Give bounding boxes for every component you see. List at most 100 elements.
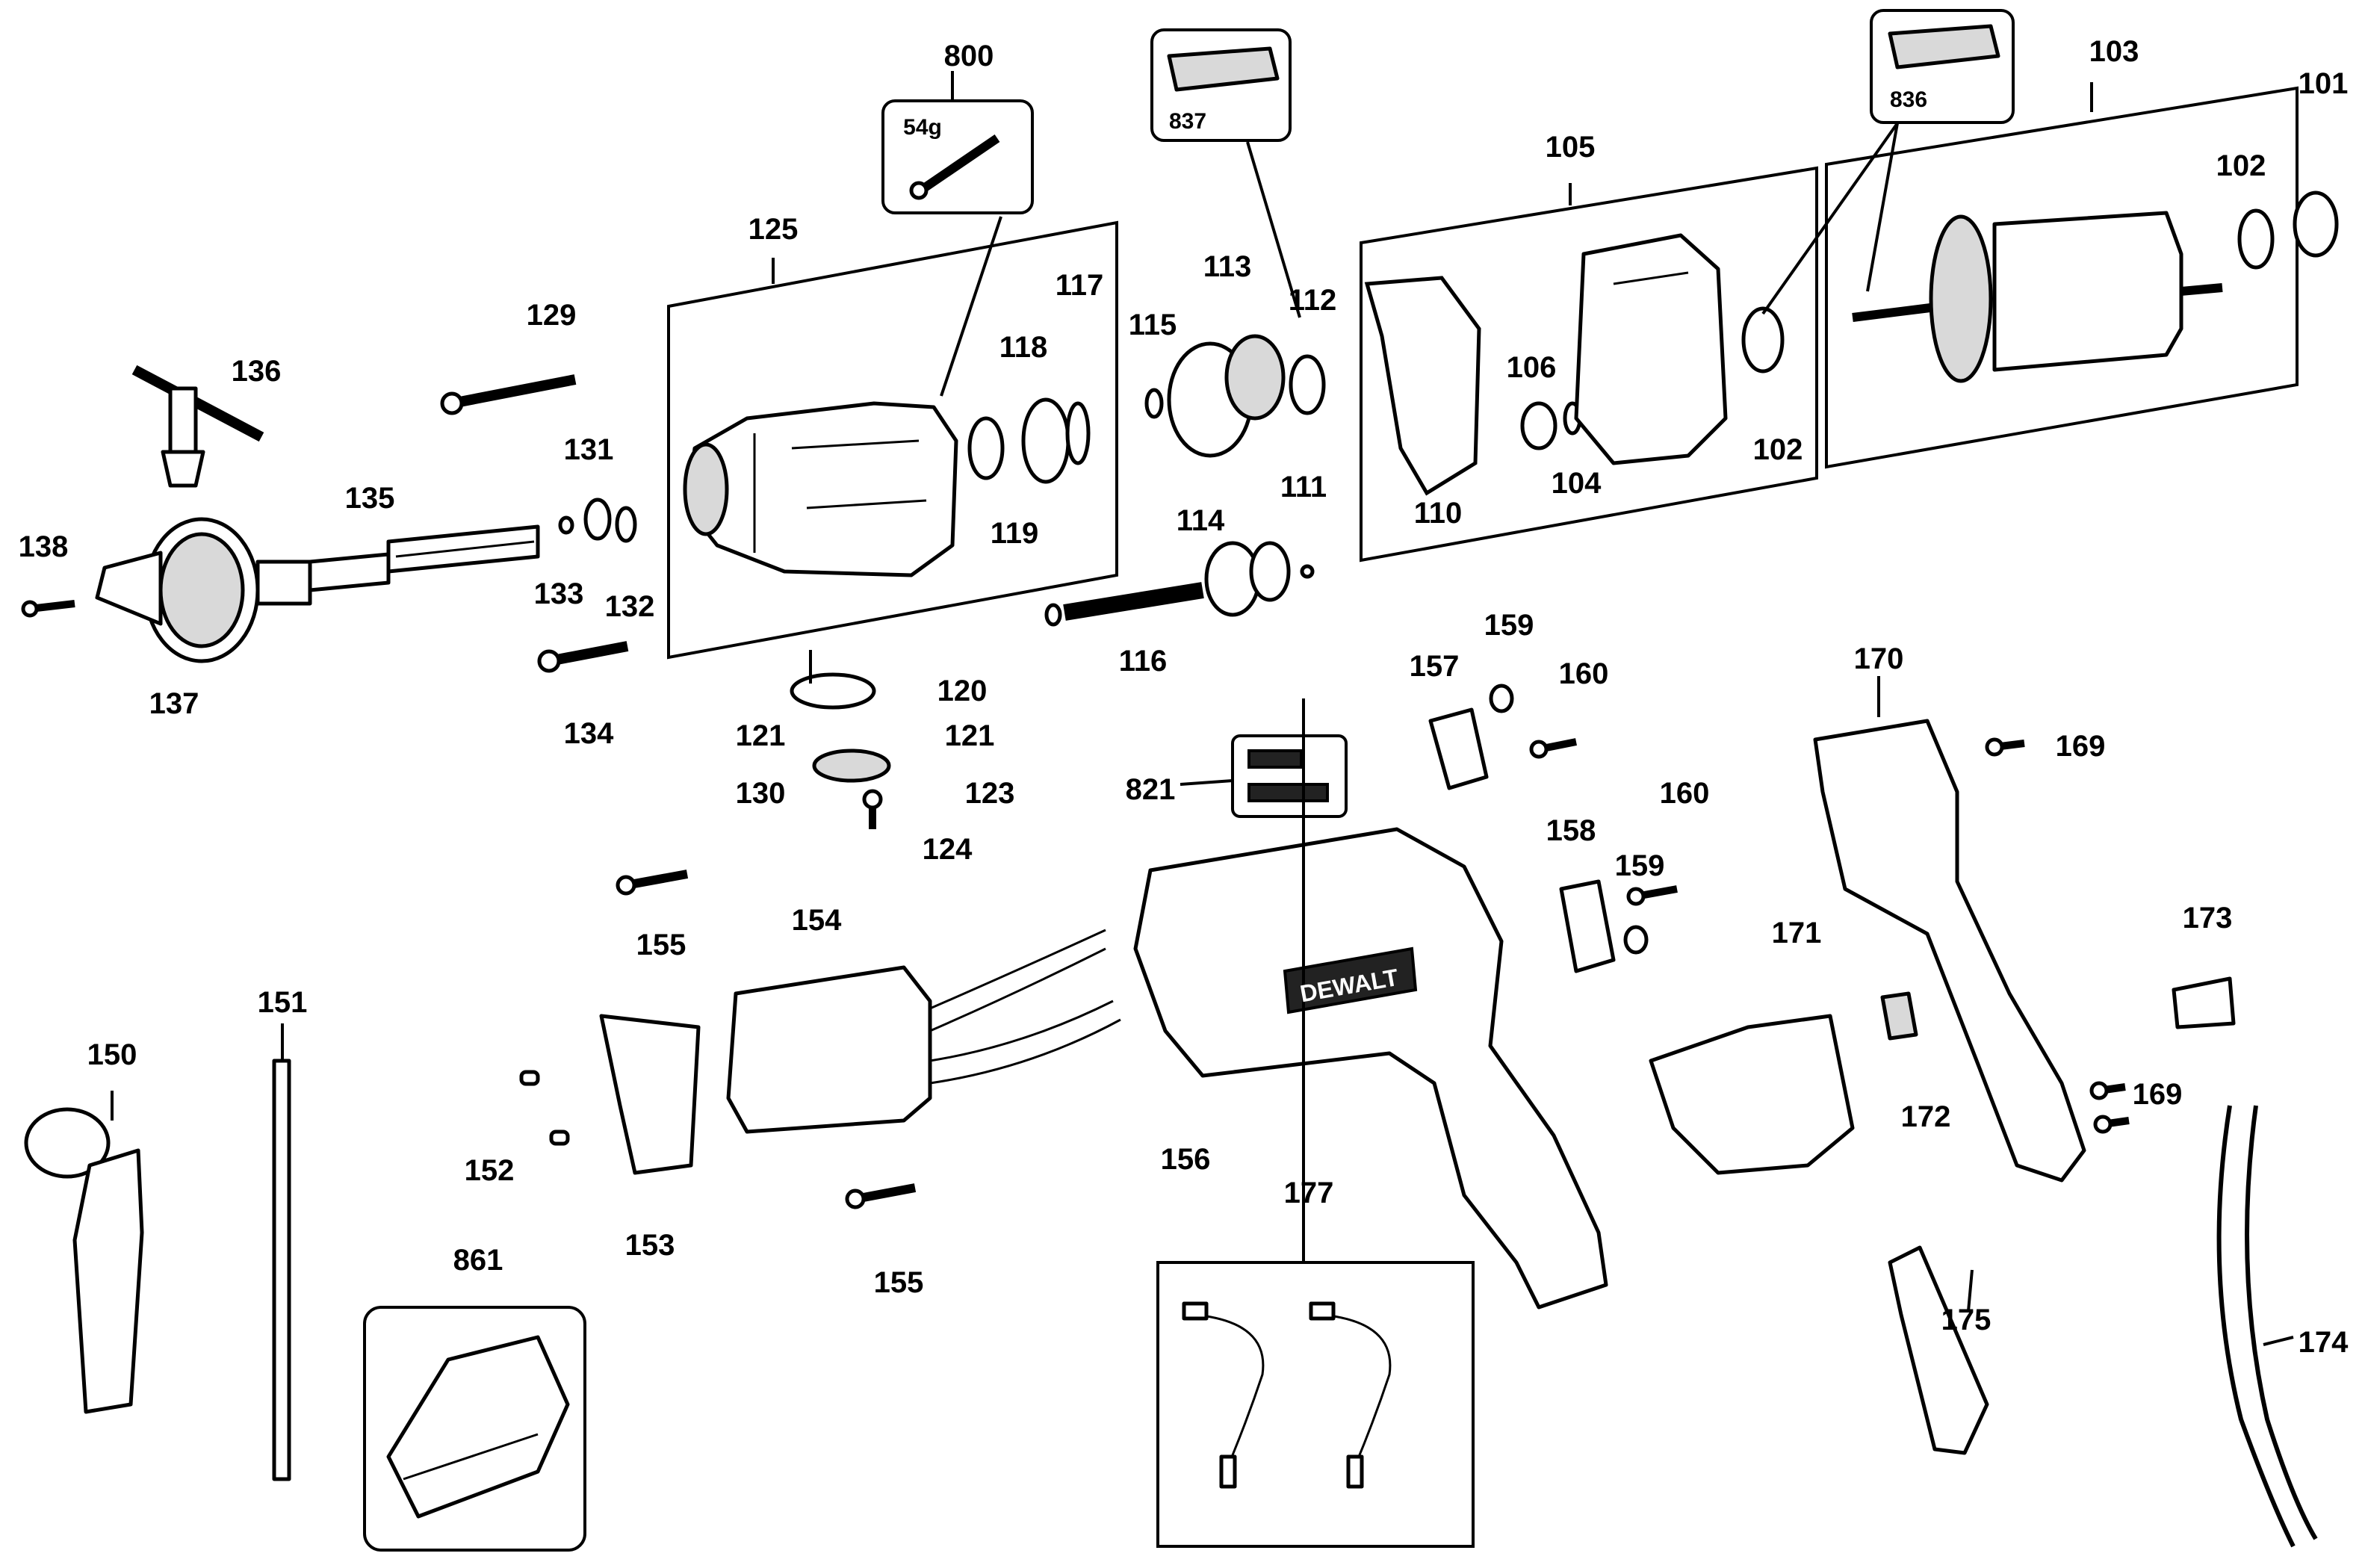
label-159-lower: 159 (1615, 849, 1665, 882)
baffle (1364, 276, 1481, 496)
label-123: 123 (965, 777, 1015, 810)
label-152: 152 (465, 1154, 515, 1187)
label-102-housing: 102 (1753, 433, 1803, 466)
label-114: 114 (1177, 504, 1225, 537)
label-157: 157 (1410, 650, 1460, 683)
screw-160-lower (1626, 885, 1678, 906)
label-101: 101 (2299, 67, 2349, 100)
label-153: 153 (625, 1229, 675, 1262)
field-bearing (1520, 401, 1557, 450)
field-coil (726, 929, 1121, 1134)
gear-case-frame-125 (667, 220, 1118, 660)
label-137: 137 (149, 687, 199, 720)
cord-protector (1888, 1245, 1989, 1455)
label-836: 836 (1890, 87, 1927, 112)
brush-holder-pins (519, 1070, 570, 1146)
gear-bearing (1289, 354, 1326, 415)
gear-case (683, 401, 958, 577)
label-116: 116 (1119, 645, 1168, 678)
label-171: 171 (1772, 917, 1822, 949)
power-cord (2216, 1105, 2318, 1548)
label-124: 124 (923, 833, 973, 866)
label-103: 103 (2089, 35, 2139, 68)
label-170: 170 (1854, 642, 1904, 675)
label-158: 158 (1546, 814, 1596, 847)
housing-screw (440, 374, 577, 415)
carbon-brush-left (1182, 1301, 1265, 1489)
label-150: 150 (87, 1038, 137, 1071)
label-110: 110 (1414, 497, 1463, 530)
keyed-chuck (95, 517, 312, 663)
trigger-switch (1649, 1014, 1855, 1175)
leader-lines (111, 71, 2294, 1346)
label-121-right: 121 (945, 719, 995, 752)
label-104: 104 (1552, 467, 1602, 500)
gear-washer (1144, 388, 1164, 419)
housing-screw-lower (537, 641, 629, 673)
label-138: 138 (19, 530, 69, 563)
label-169-top: 169 (2056, 730, 2106, 763)
label-132: 132 (605, 590, 655, 623)
label-120: 120 (937, 675, 988, 707)
armature-end-bearing (2293, 190, 2339, 258)
intermediate-shaft (1063, 541, 1291, 621)
motor-housing (1133, 827, 1608, 1310)
label-134: 134 (564, 717, 614, 750)
screw-169-top (1985, 737, 2025, 757)
label-113: 113 (1203, 250, 1252, 283)
armature (1852, 211, 2223, 383)
label-121-left: 121 (736, 719, 786, 752)
label-129: 129 (527, 299, 577, 332)
label-115: 115 (1129, 309, 1177, 341)
switch-module-lower (1559, 879, 1616, 973)
holder-screw-bottom (845, 1183, 917, 1209)
label-125: 125 (748, 213, 799, 246)
shift-knob (812, 749, 891, 783)
label-154: 154 (792, 904, 842, 937)
screw-160-upper (1529, 738, 1577, 759)
label-155-bottom: 155 (874, 1266, 924, 1299)
handle-cover (1813, 719, 2086, 1183)
label-weight-tag: 54g (903, 115, 942, 140)
spindle (308, 524, 540, 592)
bearing-housing (1574, 233, 1728, 465)
label-800: 800 (944, 40, 994, 72)
label-160-upper: 160 (1559, 657, 1609, 690)
label-131: 131 (564, 433, 614, 466)
screw-169-bottom (2089, 1081, 2130, 1134)
chuck-screw (21, 600, 75, 618)
switch-pad (1880, 991, 1918, 1041)
part-labels: 800 54g 837 836 103 101 102 105 102 106 … (19, 35, 2349, 1359)
label-117: 117 (1056, 269, 1104, 302)
label-135: 135 (345, 482, 395, 515)
housing-bearing (1741, 306, 1785, 374)
label-173: 173 (2183, 902, 2233, 935)
label-175: 175 (1941, 1304, 1992, 1336)
brush-holder (599, 1014, 701, 1175)
gear-case-bearings (967, 397, 1091, 484)
label-169-bottom: 169 (2133, 1078, 2183, 1111)
label-136: 136 (232, 355, 282, 388)
label-861: 861 (453, 1244, 503, 1277)
label-151: 151 (258, 986, 308, 1019)
label-172: 172 (1901, 1100, 1951, 1133)
kit-836-icon (1888, 24, 2000, 69)
label-156: 156 (1161, 1143, 1211, 1176)
label-105: 105 (1546, 131, 1596, 164)
carrying-case (386, 1335, 570, 1519)
label-106: 106 (1507, 351, 1557, 384)
kit-837-icon (1167, 46, 1280, 92)
armature-bearing (2237, 208, 2275, 270)
side-handle (24, 1107, 144, 1414)
chuck-key (131, 365, 264, 488)
spring (1489, 684, 1514, 713)
brush-kit-frame-177 (1156, 1261, 1475, 1548)
label-119: 119 (991, 517, 1039, 550)
carbon-brush-right (1309, 1301, 1392, 1489)
holder-screw-top (616, 870, 689, 896)
label-118: 118 (999, 331, 1048, 364)
label-837: 837 (1169, 109, 1206, 134)
grease-tube (909, 134, 1000, 200)
label-174: 174 (2299, 1326, 2349, 1359)
cord-clamp (2172, 976, 2236, 1029)
